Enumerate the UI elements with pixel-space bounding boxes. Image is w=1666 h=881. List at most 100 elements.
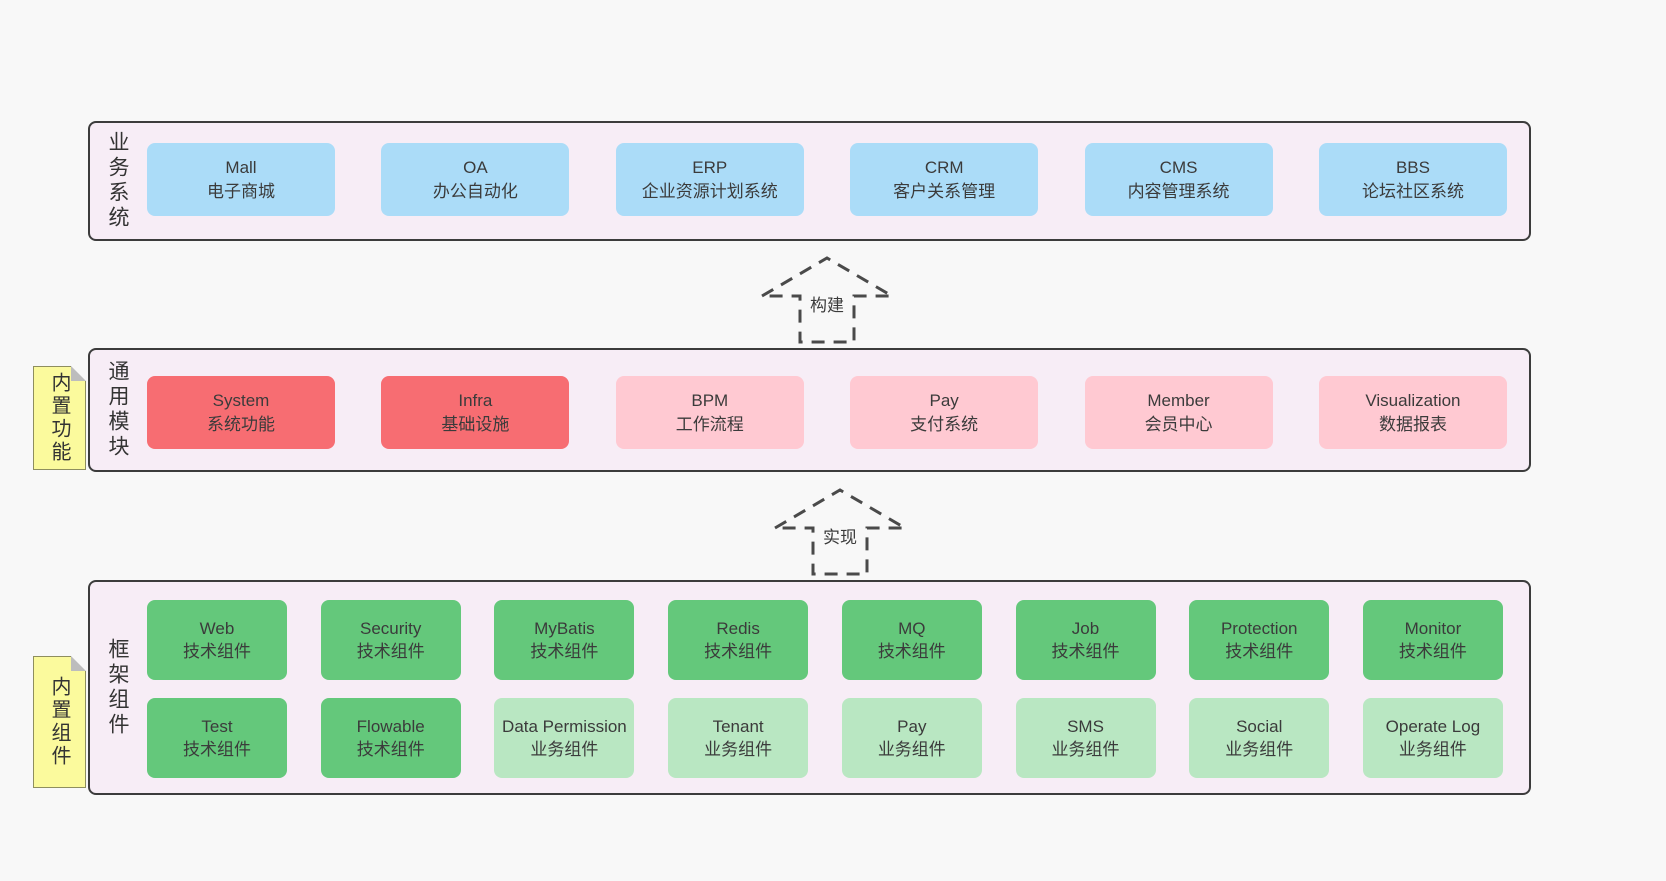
box-infra-name: Infra <box>458 390 493 410</box>
box-test-name: Test <box>201 717 233 736</box>
box-cms: CMS 内容管理系统 <box>1084 143 1273 216</box>
box-bbs-sub: 论坛社区系统 <box>1361 181 1464 201</box>
business-systems-row: Mall 电子商城 OA 办公自动化 ERP 企业资源计划系统 CRM 客户关系… <box>147 143 1507 216</box>
common-modules-row: System 系统功能 Infra 基础设施 BPM 工作流程 Pay 支付系统… <box>147 376 1507 449</box>
box-pay-module-sub: 支付系统 <box>910 414 979 434</box>
box-sms-name: SMS <box>1067 717 1104 736</box>
box-cms-name: CMS <box>1159 157 1198 177</box>
box-mq-sub: 技术组件 <box>877 642 946 661</box>
band-business-systems-label: 业务系统 <box>106 131 129 231</box>
box-visualization-sub: 数据报表 <box>1378 414 1447 434</box>
box-mybatis: MyBatis 技术组件 <box>494 600 635 680</box>
box-web: Web 技术组件 <box>147 600 287 680</box>
box-pay-component-sub: 业务组件 <box>877 740 946 759</box>
box-bbs: BBS 论坛社区系统 <box>1318 143 1507 216</box>
box-bbs-name: BBS <box>1395 157 1430 177</box>
box-data-permission-sub: 业务组件 <box>530 740 599 759</box>
box-erp-sub: 企业资源计划系统 <box>641 181 778 201</box>
box-bpm: BPM 工作流程 <box>615 376 804 449</box>
box-mq: MQ 技术组件 <box>841 600 982 680</box>
box-member-name: Member <box>1147 390 1210 410</box>
framework-components-grid: Web 技术组件 Security 技术组件 MyBatis 技术组件 Redi… <box>147 600 1503 778</box>
box-member: Member 会员中心 <box>1084 376 1273 449</box>
box-erp-name: ERP <box>692 157 728 177</box>
box-monitor: Monitor 技术组件 <box>1362 600 1503 680</box>
sticky-note-builtin-components: 内置组件 <box>33 656 86 788</box>
box-monitor-sub: 技术组件 <box>1398 642 1467 661</box>
box-job: Job 技术组件 <box>1015 600 1156 680</box>
box-sms: SMS 业务组件 <box>1015 698 1156 778</box>
box-mall-name: Mall <box>225 157 257 177</box>
box-member-sub: 会员中心 <box>1144 414 1213 434</box>
box-bpm-name: BPM <box>691 390 729 410</box>
arrow-build: 构建 <box>727 254 927 346</box>
box-protection: Protection 技术组件 <box>1189 600 1330 680</box>
box-visualization-name: Visualization <box>1365 390 1461 410</box>
box-tenant-sub: 业务组件 <box>704 740 773 759</box>
box-job-name: Job <box>1071 619 1100 638</box>
box-test-sub: 技术组件 <box>183 740 251 759</box>
box-system-name: System <box>212 390 270 410</box>
box-pay-component-name: Pay <box>897 717 927 736</box>
box-pay-component: Pay 业务组件 <box>841 698 982 778</box>
box-crm: CRM 客户关系管理 <box>850 143 1039 216</box>
box-social-name: Social <box>1236 717 1283 736</box>
box-mall-sub: 电子商城 <box>207 181 275 201</box>
box-security-name: Security <box>359 619 422 638</box>
arrow-implement-label: 实现 <box>818 522 862 549</box>
band-business-systems: 业务系统 Mall 电子商城 OA 办公自动化 ERP 企业资源计划系统 CRM… <box>88 121 1531 241</box>
sticky-builtin-features-label: 内置功能 <box>48 372 70 464</box>
box-infra: Infra 基础设施 <box>381 376 570 449</box>
box-crm-sub: 客户关系管理 <box>893 181 996 201</box>
band-common-modules: 通用模块 System 系统功能 Infra 基础设施 BPM 工作流程 Pay… <box>88 348 1531 472</box>
box-redis: Redis 技术组件 <box>668 600 809 680</box>
box-mybatis-name: MyBatis <box>534 619 595 638</box>
box-mall: Mall 电子商城 <box>147 143 335 216</box>
sticky-note-builtin-features: 内置功能 <box>33 366 86 470</box>
box-flowable: Flowable 技术组件 <box>320 698 461 778</box>
box-monitor-name: Monitor <box>1404 619 1462 638</box>
box-sms-sub: 业务组件 <box>1051 740 1120 759</box>
box-oa-name: OA <box>463 157 488 177</box>
box-operate-log-sub: 业务组件 <box>1398 740 1467 759</box>
box-social: Social 业务组件 <box>1189 698 1330 778</box>
box-protection-name: Protection <box>1220 619 1298 638</box>
box-data-permission: Data Permission 业务组件 <box>494 698 635 778</box>
box-oa-sub: 办公自动化 <box>432 181 518 201</box>
box-web-sub: 技术组件 <box>183 642 251 661</box>
arrow-build-label: 构建 <box>805 290 849 317</box>
box-flowable-sub: 技术组件 <box>356 740 425 759</box>
box-social-sub: 业务组件 <box>1225 740 1294 759</box>
arrow-implement: 实现 <box>740 486 940 578</box>
band-common-modules-label: 通用模块 <box>106 360 129 460</box>
box-flowable-name: Flowable <box>356 717 425 736</box>
box-system-sub: 系统功能 <box>207 414 275 434</box>
box-job-sub: 技术组件 <box>1051 642 1120 661</box>
box-bpm-sub: 工作流程 <box>675 414 744 434</box>
box-operate-log: Operate Log 业务组件 <box>1362 698 1503 778</box>
box-visualization: Visualization 数据报表 <box>1318 376 1507 449</box>
box-web-name: Web <box>199 619 235 638</box>
box-security-sub: 技术组件 <box>356 642 425 661</box>
box-cms-sub: 内容管理系统 <box>1127 181 1230 201</box>
box-tenant: Tenant 业务组件 <box>668 698 809 778</box>
box-operate-log-name: Operate Log <box>1385 717 1481 736</box>
box-pay-module-name: Pay <box>929 390 959 410</box>
band-framework-components-label: 框架组件 <box>106 637 129 738</box>
box-system: System 系统功能 <box>147 376 335 449</box>
box-mybatis-sub: 技术组件 <box>530 642 599 661</box>
box-mq-name: MQ <box>898 619 926 638</box>
box-infra-sub: 基础设施 <box>441 414 510 434</box>
box-oa: OA 办公自动化 <box>381 143 570 216</box>
box-redis-name: Redis <box>716 619 760 638</box>
box-erp: ERP 企业资源计划系统 <box>615 143 804 216</box>
box-data-permission-name: Data Permission <box>502 717 627 736</box>
box-tenant-name: Tenant <box>712 717 764 736</box>
box-protection-sub: 技术组件 <box>1225 642 1294 661</box>
box-test: Test 技术组件 <box>147 698 287 778</box>
sticky-builtin-components-label: 内置组件 <box>48 676 70 768</box>
box-redis-sub: 技术组件 <box>704 642 773 661</box>
box-security: Security 技术组件 <box>320 600 461 680</box>
box-pay-module: Pay 支付系统 <box>850 376 1039 449</box>
